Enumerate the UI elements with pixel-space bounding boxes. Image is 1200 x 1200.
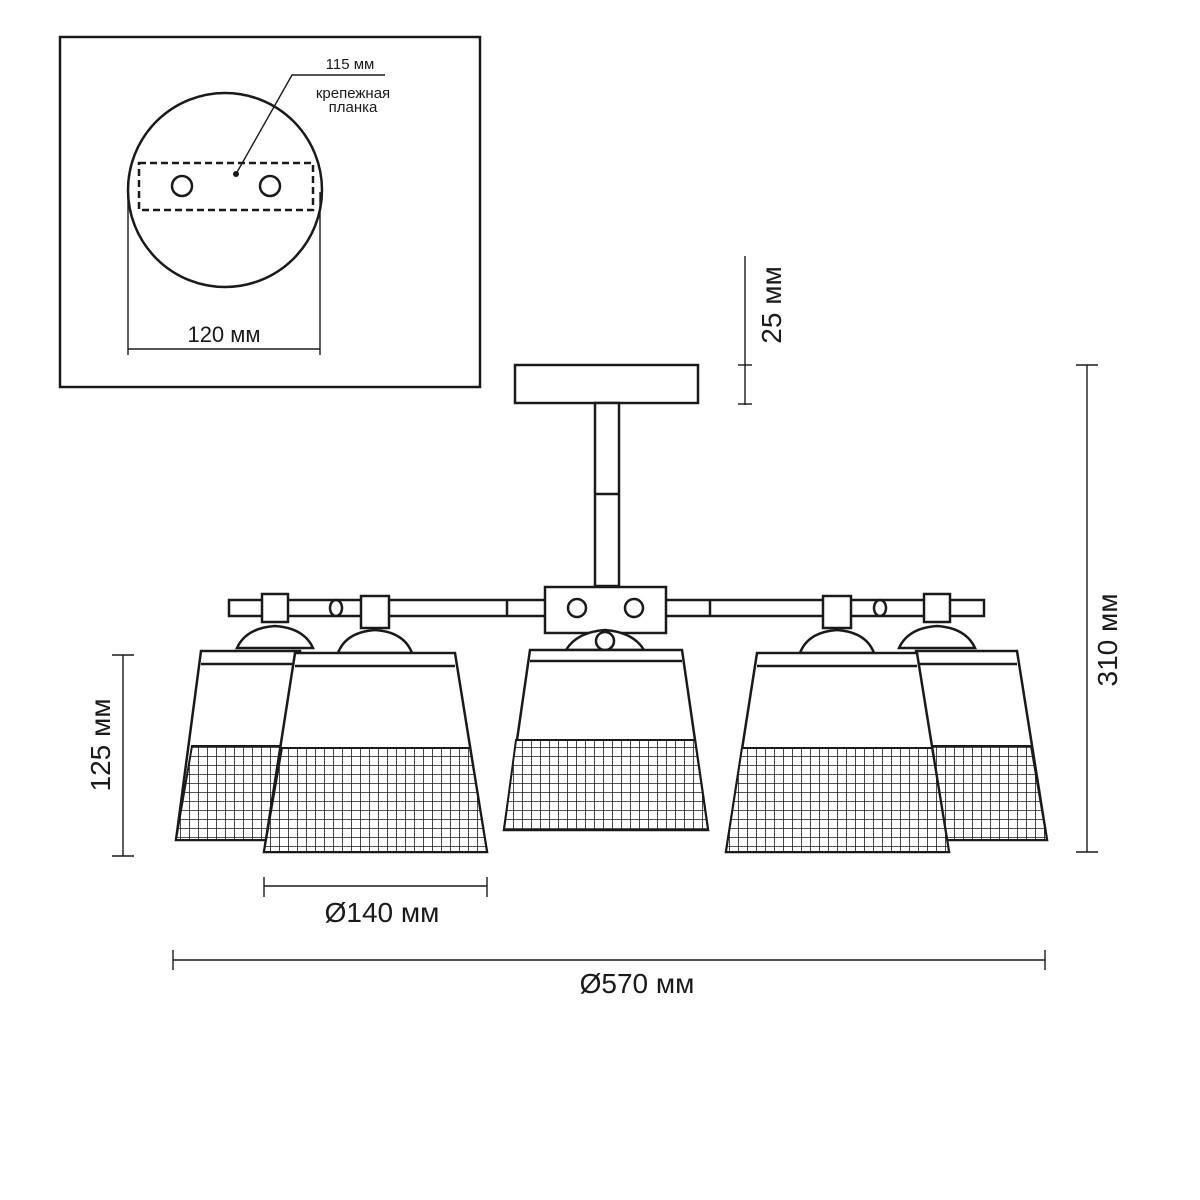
canopy-height-dimension: 25 мм: [738, 256, 787, 405]
arm-knob-right: [872, 598, 888, 618]
hub-bolt-left: [566, 597, 588, 619]
shade-front-right: [724, 594, 951, 854]
shade-back-left: [174, 592, 315, 842]
overall-diameter-dimension: Ø570 мм: [172, 950, 1046, 999]
plate-name-line2: планка: [329, 99, 378, 116]
plate-width-label: 115 мм: [326, 56, 375, 73]
ceiling-base-circle: [126, 91, 324, 289]
mounting-inset: 115 мм крепежная планка 120 мм: [58, 35, 482, 389]
shade-height-dimension: 125 мм: [85, 654, 134, 857]
chandelier: [174, 363, 1049, 854]
mounting-hole-left: [170, 174, 194, 198]
inset-frame: [58, 35, 482, 389]
canopy: [513, 363, 700, 405]
shade-center: [502, 628, 710, 832]
mounting-plate: [137, 161, 315, 212]
canopy-height-label: 25 мм: [756, 266, 787, 343]
total-height-dimension: 310 мм: [1076, 364, 1123, 853]
total-height-label: 310 мм: [1092, 594, 1123, 687]
shade-height-label: 125 мм: [85, 699, 116, 792]
shade-diameter-dimension: Ø140 мм: [263, 877, 488, 928]
central-hub: [543, 585, 668, 635]
arm-knob-left: [328, 598, 344, 618]
mounting-hole-right: [258, 174, 282, 198]
leader-line: [235, 74, 385, 175]
overall-diameter-label: Ø570 мм: [580, 968, 695, 999]
hub-bolt-right: [623, 597, 645, 619]
plate-name-line1: крепежная: [316, 85, 390, 102]
shade-back-right: [897, 592, 1049, 842]
base-diameter-label: 120 мм: [187, 322, 260, 347]
shade-diameter-label: Ø140 мм: [325, 897, 440, 928]
shade-front-left: [262, 594, 489, 854]
